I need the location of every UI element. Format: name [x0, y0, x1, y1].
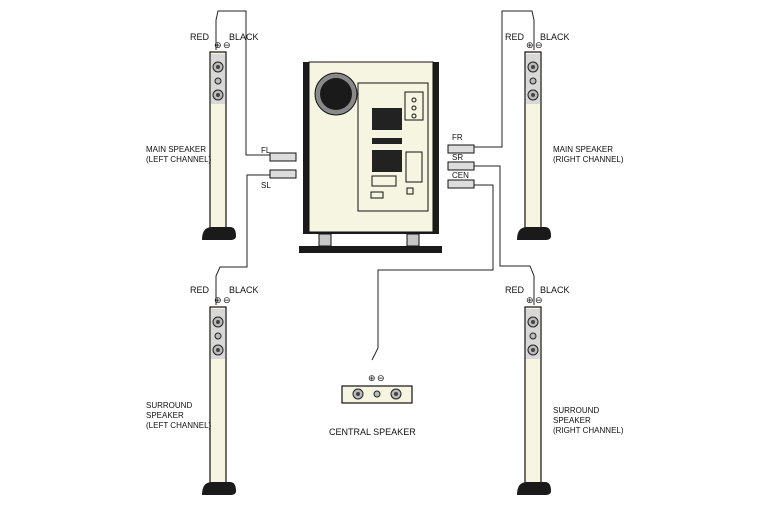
- main-right-speaker: ⊕ ⊖ RED BLACK: [505, 32, 570, 240]
- surround-right-speaker: ⊕ ⊖ RED BLACK: [505, 285, 570, 495]
- wires: [215, 10, 535, 361]
- main-right-label-2: (RIGHT CHANNEL): [553, 155, 624, 164]
- surround-left-label-2: SPEAKER: [146, 411, 184, 420]
- red-label: RED: [505, 285, 525, 295]
- connector-sr: SR: [447, 153, 475, 171]
- surround-left-speaker: ⊕ ⊖ RED BLACK: [190, 285, 259, 495]
- red-label: RED: [190, 32, 210, 42]
- red-label: RED: [505, 32, 525, 42]
- connector-fl: FL: [261, 146, 297, 162]
- connector-fr: FR: [447, 133, 475, 154]
- minus-terminal: ⊖: [223, 295, 231, 305]
- minus-terminal: ⊖: [535, 40, 543, 50]
- sl-label: SL: [261, 181, 271, 190]
- connector-sl: SL: [261, 169, 297, 190]
- black-label: BLACK: [540, 285, 570, 295]
- red-label: RED: [190, 285, 210, 295]
- minus-terminal: ⊖: [223, 40, 231, 50]
- connector-cen: CEN: [447, 171, 475, 189]
- plus-terminal: ⊕: [214, 40, 222, 50]
- surround-left-label-1: SURROUND: [146, 401, 192, 410]
- black-label: BLACK: [540, 32, 570, 42]
- sr-label: SR: [452, 153, 463, 162]
- main-left-label-2: (LEFT CHANNEL): [146, 155, 212, 164]
- minus-terminal: ⊖: [535, 295, 543, 305]
- plus-terminal: ⊕: [526, 40, 534, 50]
- main-right-label-1: MAIN SPEAKER: [553, 145, 613, 154]
- central-speaker-label: CENTRAL SPEAKER: [329, 427, 416, 437]
- surround-right-label-1: SURROUND: [553, 406, 599, 415]
- central-speaker: ⊕ ⊖: [341, 373, 413, 404]
- fl-label: FL: [261, 146, 271, 155]
- cen-label: CEN: [452, 171, 469, 180]
- black-label: BLACK: [229, 32, 259, 42]
- black-label: BLACK: [229, 285, 259, 295]
- main-left-speaker: ⊕ ⊖ RED BLACK: [190, 32, 259, 240]
- plus-terminal: ⊕: [368, 373, 376, 383]
- surround-right-label-3: (RIGHT CHANNEL): [553, 426, 624, 435]
- surround-right-label-2: SPEAKER: [553, 416, 591, 425]
- minus-terminal: ⊖: [377, 373, 385, 383]
- plus-terminal: ⊕: [214, 295, 222, 305]
- surround-left-label-3: (LEFT CHANNEL): [146, 421, 212, 430]
- fr-label: FR: [452, 133, 463, 142]
- subwoofer-unit: [299, 61, 442, 253]
- plus-terminal: ⊕: [526, 295, 534, 305]
- main-left-label-1: MAIN SPEAKER: [146, 145, 206, 154]
